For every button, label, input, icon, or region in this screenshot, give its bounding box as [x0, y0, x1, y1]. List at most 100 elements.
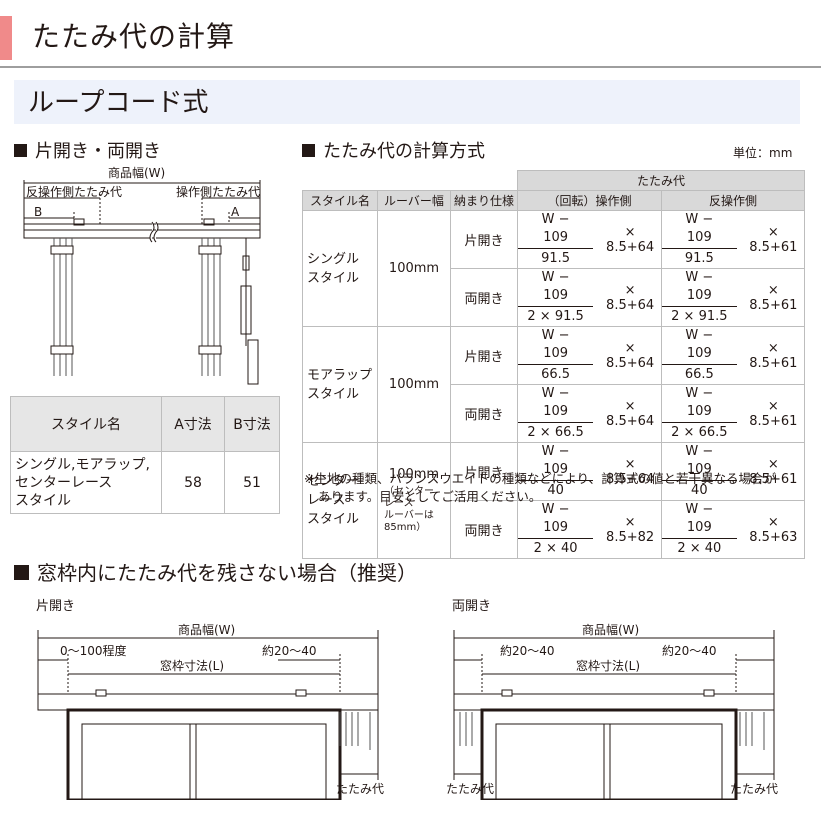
calc-style-line: スタイル — [307, 386, 360, 402]
calc-spec-cell: 両開き — [450, 268, 518, 327]
bottom-heading: 窓枠内にたたみ代を残さない場合（推奨） — [14, 561, 417, 585]
fraction: W − 109 40 — [662, 443, 737, 500]
note-line: あります。目安としてご活用ください。 — [318, 489, 542, 504]
dim-style-line: センターレース — [15, 474, 113, 491]
calc-spec-cell: 両開き — [450, 500, 518, 559]
dimension-table: スタイル名 A寸法 B寸法 シングル,モアラップ, センターレース スタイル 5… — [10, 396, 280, 514]
fraction-denominator: 2 × 91.5 — [671, 309, 728, 324]
calc-louver-note: ルーバーは — [384, 510, 434, 521]
fraction-numerator: W − 109 — [662, 211, 737, 249]
calc-formula-anti: W − 109 40 × 8.5+61 — [661, 442, 805, 501]
formula-tail: × 8.5+63 — [749, 514, 798, 545]
formula-tail: × 8.5+61 — [749, 340, 798, 371]
formula-tail: × 8.5+64 — [606, 340, 655, 371]
calc-louver-value: 100mm — [388, 261, 440, 276]
formula: W − 109 40 × 8.5+61 — [662, 443, 804, 500]
double-stack-right: たたみ代 — [730, 782, 779, 796]
dim-header-style: スタイル名 — [10, 396, 162, 452]
right-heading-text: たたみ代の計算方式 — [323, 141, 485, 162]
fraction-denominator: 2 × 40 — [533, 541, 578, 556]
fraction-numerator: W − 109 — [662, 501, 737, 539]
double-left-dim: 約20〜40 — [500, 644, 555, 658]
dim-a-value: 58 — [161, 451, 225, 514]
calc-table: たたみ代 スタイル名 ルーバー幅 納まり仕様 （回転）操作側 反操作側 シングル… — [302, 170, 805, 559]
formula-tail: × 8.5+61 — [749, 282, 798, 313]
note-line: ※生地の種類、バランスウエイトの種類などにより、計算式の値と若干異なる場合が — [304, 471, 776, 486]
formula-tail: × 8.5+64 — [606, 224, 655, 255]
blind-front-diagram — [23, 180, 261, 385]
diagram-left-label: 反操作側たたみ代 — [26, 185, 123, 199]
calc-louver-cell: 100mm — [377, 210, 451, 327]
calc-louver-note: （センター — [384, 486, 434, 497]
formula-tail: × 8.5+61 — [749, 398, 798, 429]
double-frame-label: 窓枠寸法(L) — [576, 659, 641, 673]
fraction-denominator: 91.5 — [541, 251, 571, 266]
formula-tail: × 8.5+61 — [749, 224, 798, 255]
single-opening-diagram — [37, 630, 379, 800]
fraction-numerator: W − 109 — [518, 269, 594, 307]
fraction-numerator: W − 109 — [518, 501, 594, 539]
calc-header-op: （回転）操作側 — [517, 190, 662, 211]
single-left-dim: 0〜100程度 — [60, 644, 127, 658]
fraction-numerator: W − 109 — [662, 443, 737, 481]
double-width-label: 商品幅(W) — [582, 623, 640, 637]
formula-tail: × 8.5+61 — [749, 456, 798, 487]
calc-header-louver: ルーバー幅 — [377, 190, 451, 211]
dim-style-line: シングル,モアラップ, — [15, 456, 150, 473]
calc-louver-note: 85mm） — [384, 522, 427, 533]
calc-style-line: スタイル — [307, 512, 360, 527]
calc-header-spec: 納まり仕様 — [450, 190, 518, 211]
bottom-heading-text: 窓枠内にたたみ代を残さない場合（推奨） — [37, 561, 417, 585]
fraction-denominator: 40 — [691, 483, 708, 498]
calc-header-style: スタイル名 — [302, 190, 378, 211]
page-title: たたみ代の計算 — [32, 20, 236, 53]
fraction-denominator: 2 × 66.5 — [671, 425, 728, 440]
fraction-numerator: W − 109 — [518, 385, 594, 423]
fraction-numerator: W − 109 — [662, 327, 737, 365]
dim-header-b: B寸法 — [224, 396, 280, 452]
dim-header-a: A寸法 — [161, 396, 225, 452]
calc-style-line: レース — [307, 493, 346, 508]
single-stack-label: たたみ代 — [336, 782, 385, 796]
calc-style-cell: シングルスタイル — [302, 210, 378, 327]
fraction-numerator: W − 109 — [518, 443, 594, 481]
calc-style-line: スタイル — [307, 270, 360, 286]
calc-louver-cell: 100mm — [377, 326, 451, 443]
calc-header-anti: 反操作側 — [661, 190, 805, 211]
double-stack-left: たたみ代 — [446, 782, 495, 796]
calc-spec-cell: 片開き — [450, 442, 518, 501]
calc-spec-cell: 片開き — [450, 326, 518, 385]
left-heading: 片開き・両開き — [14, 141, 161, 163]
diagram-width-label: 商品幅(W) — [108, 166, 166, 180]
single-right-dim: 約20〜40 — [262, 644, 317, 658]
formula-tail: × 8.5+64 — [606, 456, 655, 487]
dim-b-value: 51 — [224, 451, 280, 514]
square-bullet-icon — [302, 144, 315, 157]
calc-spec-cell: 片開き — [450, 210, 518, 269]
fraction-denominator: 2 × 66.5 — [527, 425, 584, 440]
fraction-denominator: 66.5 — [541, 367, 571, 382]
calc-style-line: モアラップ — [307, 367, 373, 383]
